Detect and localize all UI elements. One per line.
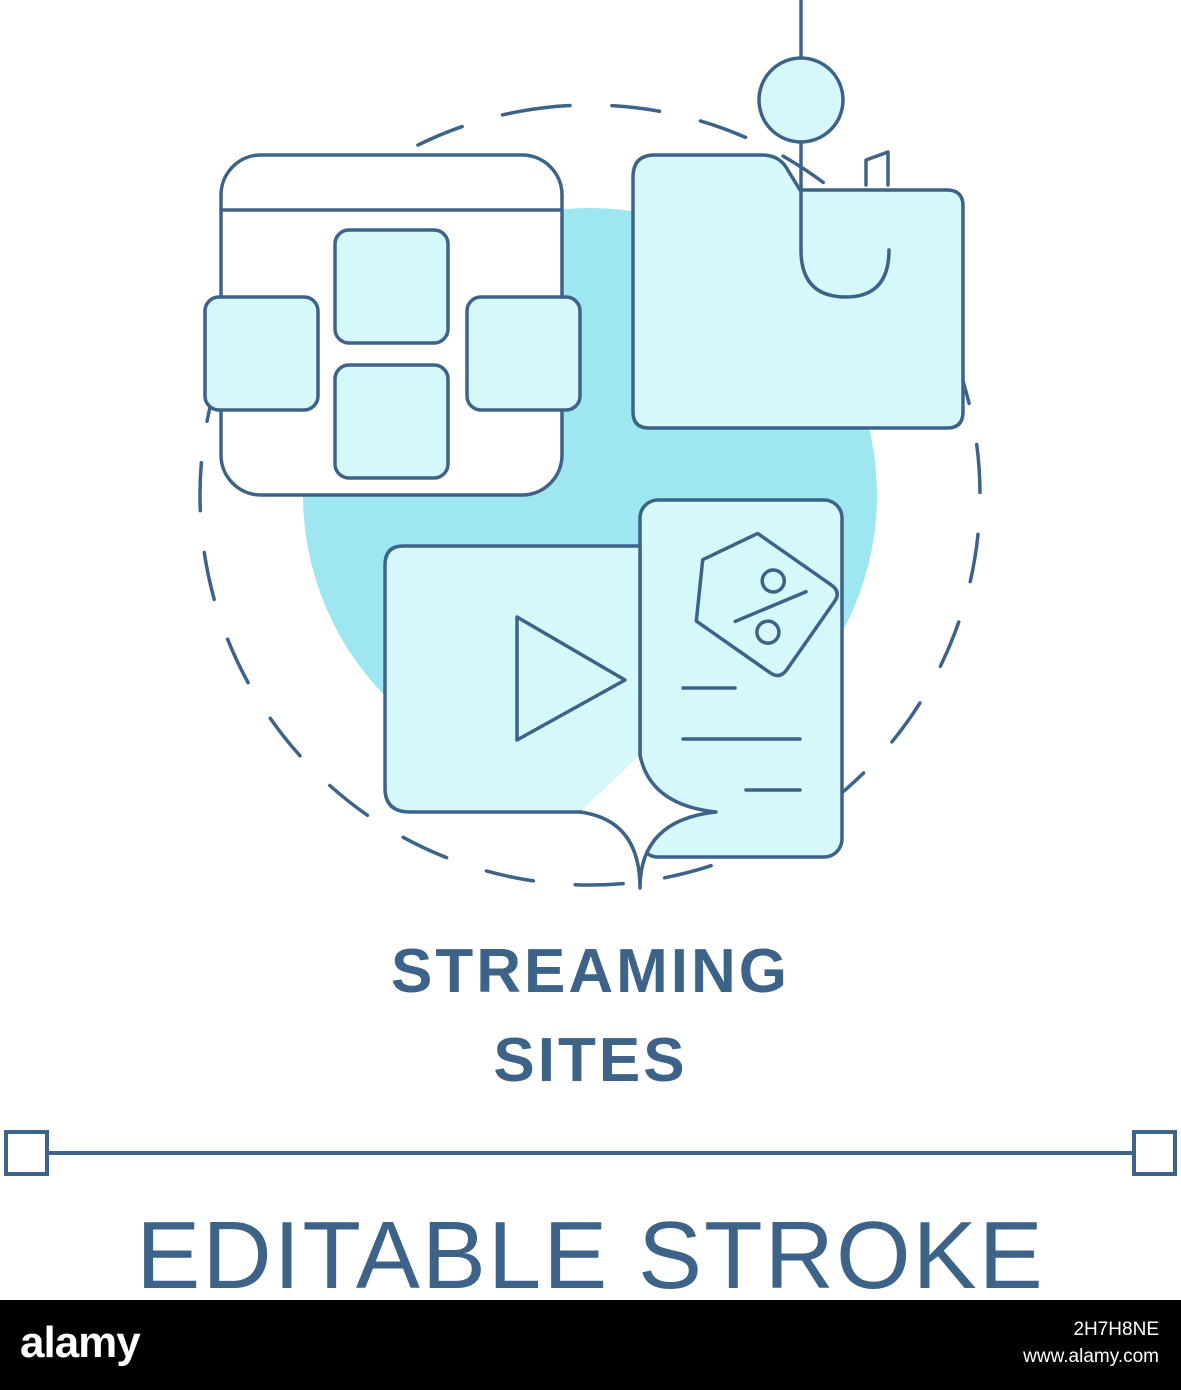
app-grid-icon	[203, 153, 582, 497]
dashed-ring	[198, 103, 982, 887]
watermark-footer: alamy 2H7H8NE www.alamy.com	[0, 1300, 1181, 1390]
alamy-logo: alamy	[20, 1318, 141, 1367]
phishing-folder-icon	[631, 0, 965, 430]
percent-tag-icon	[694, 531, 839, 678]
streaming-sites-illustration	[4, 0, 1177, 1176]
footer-meta: 2H7H8NE www.alamy.com	[1023, 1316, 1159, 1370]
site-url: www.alamy.com	[1023, 1346, 1159, 1367]
editable-stroke-caption: EDITABLE STROKE	[136, 1208, 1045, 1300]
title-line-2: SITES	[493, 1026, 688, 1095]
editable-stroke-guide	[4, 1130, 1177, 1176]
image-id: 2H7H8NE	[1073, 1319, 1159, 1340]
title-line-1: STREAMING	[391, 937, 790, 1006]
video-panel-icon	[383, 498, 844, 890]
